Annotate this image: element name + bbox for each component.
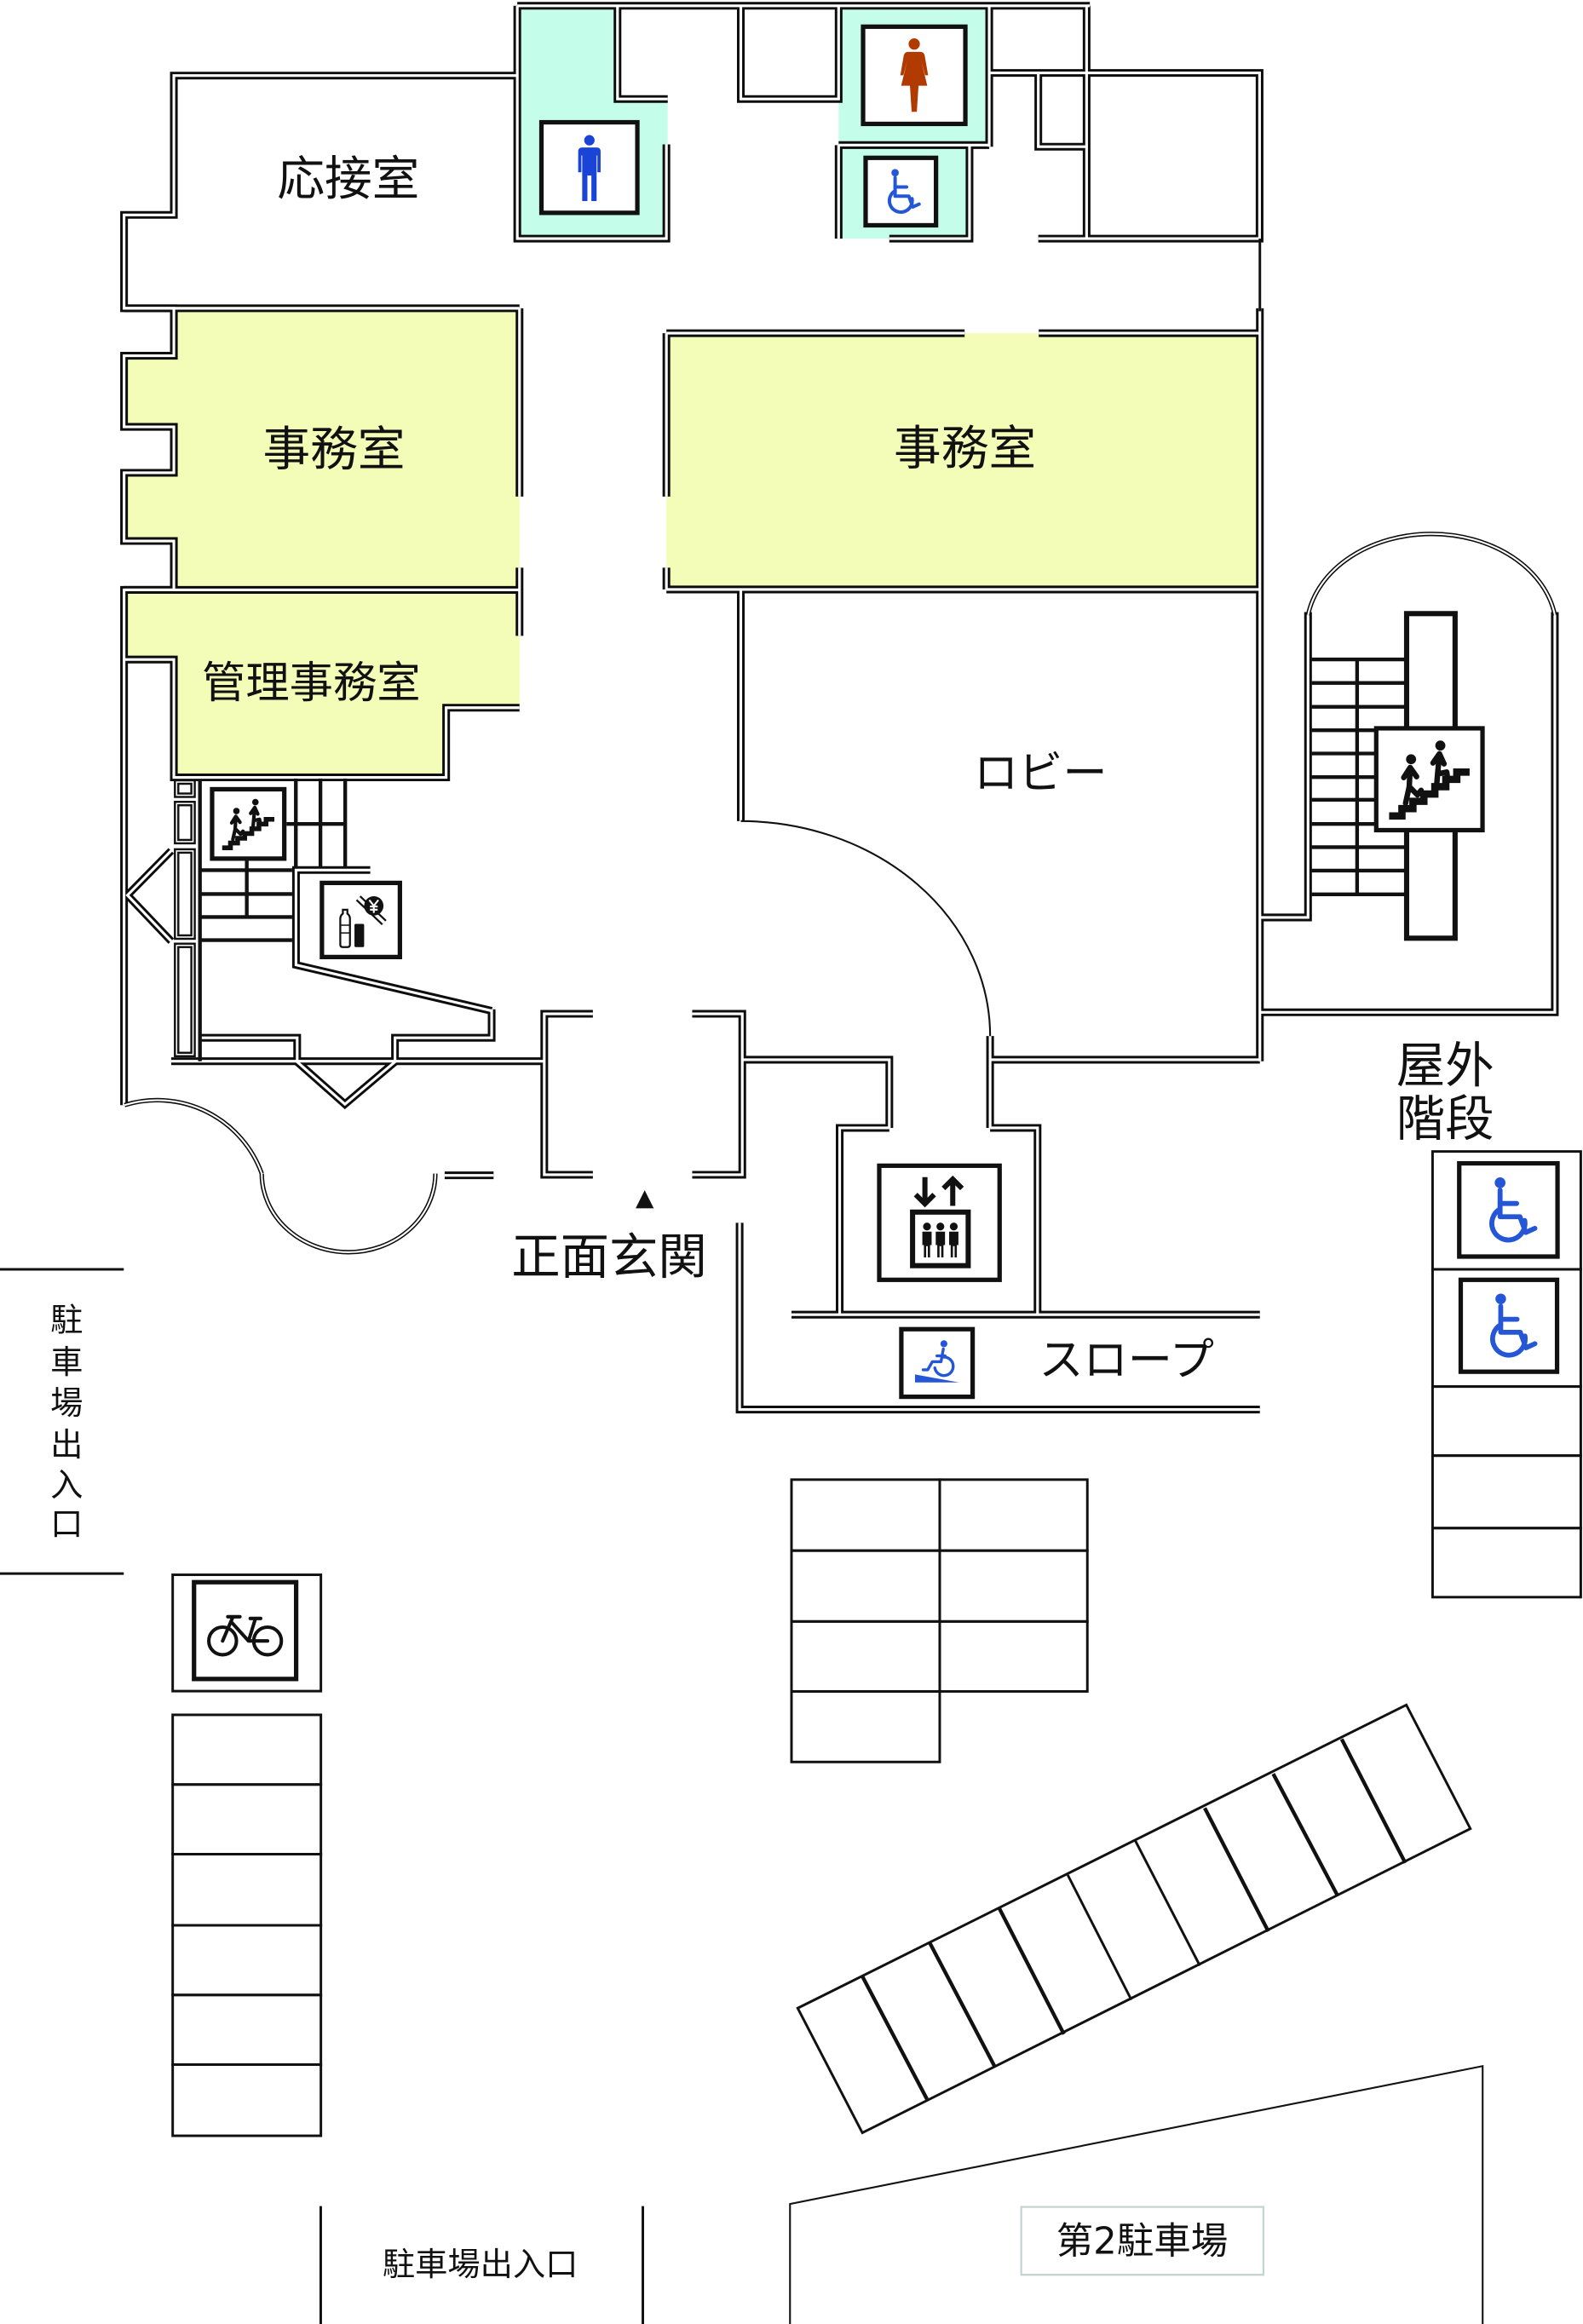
bicycle-parking: [171, 1573, 323, 1693]
parking-stall: [1430, 1454, 1582, 1530]
sign-frame: [1458, 1277, 1560, 1374]
column: [177, 804, 193, 842]
sign-stairs-outdoor: [1373, 726, 1485, 833]
label-outdoor-stairs-line1: 屋外: [1396, 1037, 1494, 1094]
label-parking-entrance-char: 駐: [50, 1302, 83, 1340]
office-east-fill: [666, 333, 1260, 590]
room-label-lobby: ロビー: [974, 748, 1108, 799]
parking-entrance-south: 駐車場出入口: [319, 2206, 644, 2324]
parking-stall: [171, 1783, 323, 1855]
stall-divider: [1271, 1773, 1340, 1897]
second-lot-boundary: [789, 2065, 1484, 2324]
room-label-reception: 応接室: [277, 152, 419, 207]
parking-diagonal-row: [796, 1703, 1472, 2135]
stair-steps: [1311, 657, 1406, 896]
parking-stall: [171, 1993, 323, 2067]
label-parking-entrance-char: 出: [50, 1426, 83, 1464]
diagonal-row-outline: [796, 1703, 1472, 2135]
office-west-fill: [124, 308, 520, 590]
management-office-fill: [124, 590, 520, 778]
room-label-management-office: 管理事務室: [202, 658, 421, 709]
parking-entrance-west: 駐 車 場 出 入 口: [0, 1268, 124, 1575]
label-parking-entrance-char: 口: [50, 1505, 83, 1544]
parking-stall: [790, 1478, 941, 1552]
column: [177, 946, 193, 1054]
sign-vending: [319, 880, 402, 959]
label-parking-entrance-south: 駐車場出入口: [383, 2246, 579, 2284]
sign-frame: [863, 155, 939, 228]
parking-stall: [171, 1924, 323, 1997]
stall-divider: [1066, 1874, 1133, 2001]
room-label-office-east: 事務室: [894, 422, 1036, 477]
west-stairs: [174, 778, 348, 1061]
entrance-marker: ▲: [636, 1183, 654, 1211]
label-second-parking-lot: 第2駐車場: [1056, 2220, 1229, 2263]
sign-restroom-men: [538, 119, 640, 216]
parking-stall: [171, 1713, 323, 1786]
parking-center-block: [790, 1478, 1089, 1763]
parking-stall: [1430, 1385, 1582, 1458]
label-parking-entrance-char: 場: [50, 1384, 83, 1423]
label-parking-entrance-char: 入: [50, 1466, 83, 1504]
stair-lines: [198, 778, 348, 1061]
column: [177, 851, 193, 937]
lobby-door-swing-arc: [740, 820, 992, 1037]
sign-frame: [1457, 1160, 1560, 1259]
parking-west-column: [171, 1713, 323, 2137]
stall-divider: [1339, 1738, 1407, 1864]
second-parking-lot: 第2駐車場: [789, 2065, 1484, 2324]
parking-stall: [171, 2063, 323, 2137]
stall-divider: [927, 1941, 997, 2068]
parking-stall: [790, 1549, 941, 1623]
parking-stall: [790, 1689, 941, 1763]
sign-slope: [899, 1326, 976, 1400]
sign-restroom-women: [861, 24, 968, 127]
stall-divider: [1203, 1807, 1270, 1933]
sign-elevator: [877, 1163, 1002, 1282]
parking-stall: [790, 1619, 941, 1693]
sign-frame: [192, 1579, 299, 1682]
label-outdoor-stairs-line2: 階段: [1396, 1090, 1494, 1148]
parking-stall: [1430, 1527, 1582, 1599]
column: [177, 782, 193, 795]
stall-divider: [997, 1907, 1066, 2035]
second-lot-label-box: [1020, 2206, 1265, 2276]
parking-stall: [171, 1853, 323, 1927]
sign-stairs-west: [210, 786, 287, 861]
room-label-office-west: 事務室: [262, 423, 405, 478]
sign-restroom-accessible: [863, 155, 939, 228]
stall-divider: [861, 1975, 929, 2101]
stall-divider: [1134, 1840, 1201, 1966]
parking-stall: [938, 1619, 1089, 1693]
sign-frame: [319, 880, 402, 959]
bicycle-area-frame: [171, 1573, 323, 1693]
label-slope: スロープ: [1039, 1335, 1214, 1386]
parking-east-column: [1430, 1150, 1582, 1599]
parking-stall: [938, 1549, 1089, 1623]
parking-stall: [938, 1478, 1089, 1552]
label-main-entrance: 正面玄関: [511, 1228, 707, 1286]
label-parking-entrance-char: 車: [50, 1343, 83, 1382]
